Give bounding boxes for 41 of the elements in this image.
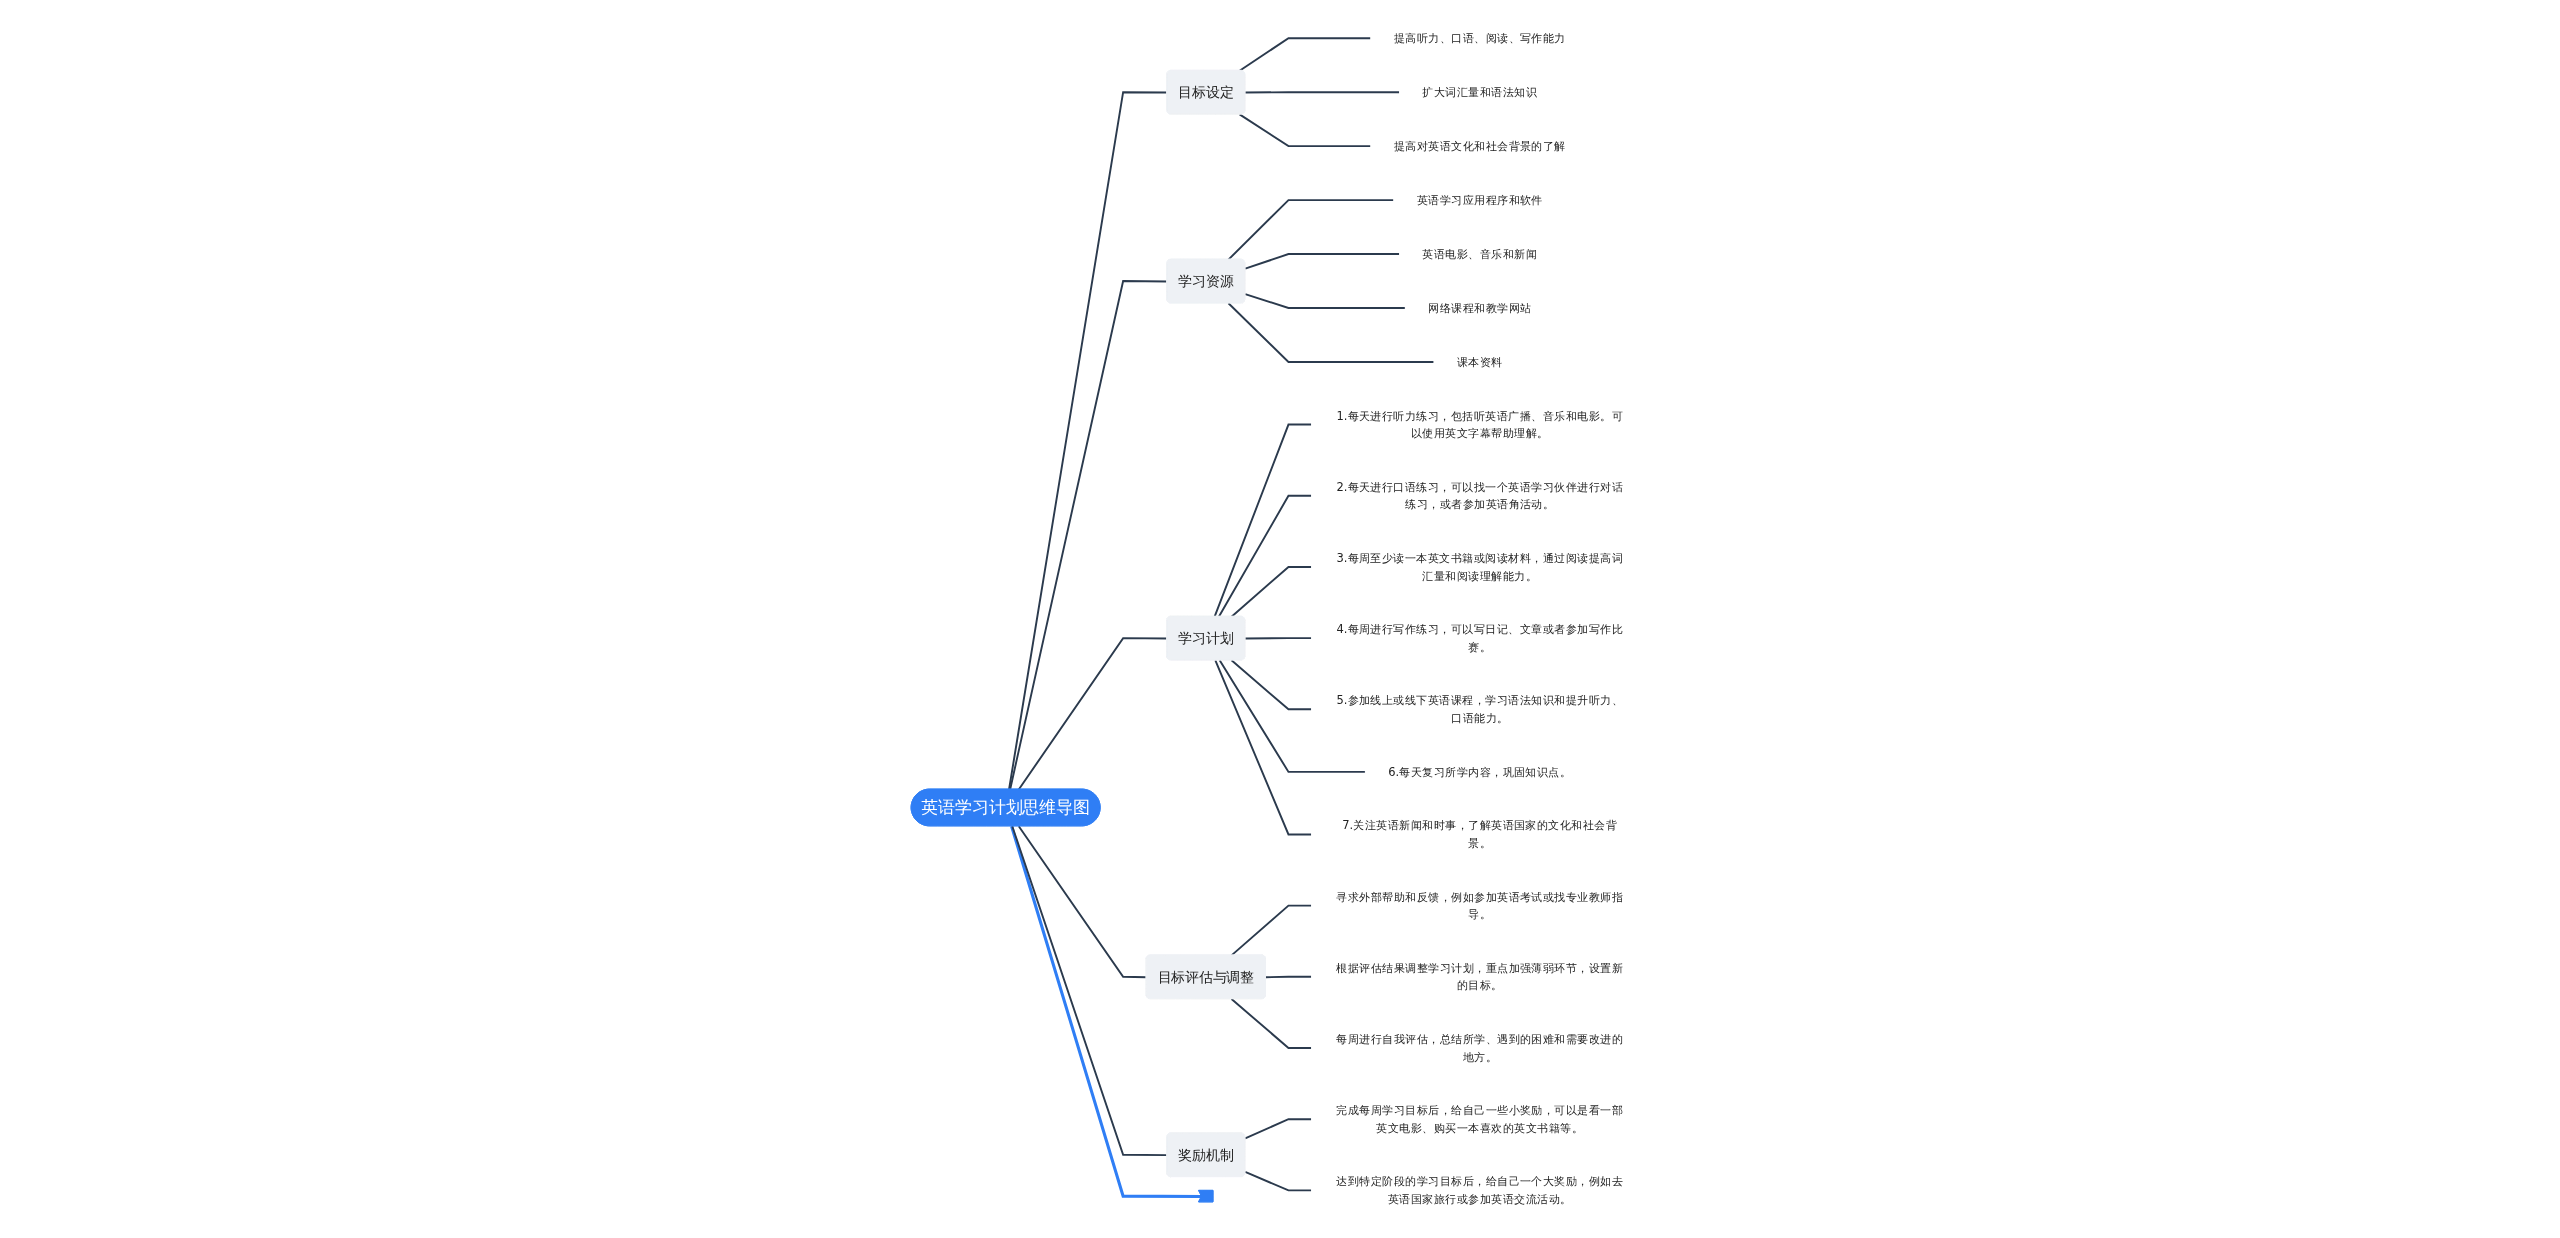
- node-text: 5.参加线上或线下英语课程，学习语法知识和提升听力、口语能力。: [1336, 694, 1624, 725]
- connector: [1265, 976, 1313, 979]
- node-text: 课本资料: [1457, 355, 1504, 370]
- connector: [1244, 1118, 1313, 1140]
- node-text: 寻求外部帮助和反馈，例如参加英语考试或找专业教师指导。: [1336, 890, 1624, 922]
- connector: [1009, 280, 1169, 791]
- node-text: 3.每周至少读一本英文书籍或阅读材料，通过阅读提高词汇量和阅读理解能力。: [1336, 551, 1624, 583]
- connector: [1230, 998, 1313, 1050]
- node-text: 6.每天复习所学内容，巩固知识点。: [1388, 765, 1572, 779]
- connector: [1227, 199, 1395, 261]
- node-text: 根据评估结果调整学习计划，重点加强薄弱环节，设置新的目标。: [1336, 961, 1624, 993]
- connector: [1018, 637, 1169, 791]
- connector: [1230, 905, 1313, 957]
- node-text: 提高对英语文化和社会背景的了解: [1394, 139, 1567, 154]
- node-text: 扩大词汇量和语法知识: [1422, 85, 1538, 100]
- connector: [1219, 659, 1367, 774]
- connector: [1238, 37, 1373, 73]
- node-text: 7.关注英语新闻和时事，了解英语国家的文化和社会背景。: [1342, 819, 1618, 851]
- node-text: 英语学习应用程序和软件: [1417, 193, 1544, 208]
- connector: [1018, 825, 1148, 979]
- connector: [1227, 302, 1436, 364]
- connector: [1214, 659, 1313, 836]
- node-text: 英语电影、音乐和新闻: [1422, 247, 1538, 262]
- node-text: 每周进行自我评估，总结所学、遇到的困难和需要改进的地方。: [1336, 1032, 1624, 1064]
- node-text: 2.每天进行口语练习，可以找一个英语学习伙伴进行对话练习，或者参加英语角活动。: [1336, 480, 1624, 512]
- connector: [1244, 91, 1401, 94]
- node-text: 提高听力、口语、阅读、写作能力: [1394, 31, 1567, 46]
- connector: [1230, 659, 1313, 711]
- node-text: 达到特定阶段的学习目标后，给自己一个大奖励，例如去英语国家旅行或参加英语交流活动。: [1336, 1175, 1624, 1207]
- node-text: 网络课程和教学网站: [1428, 301, 1532, 316]
- node-text: 4.每周进行写作练习，可以写日记、文章或者参加写作比赛。: [1336, 622, 1624, 654]
- connector: [1244, 637, 1313, 640]
- connector: [1238, 113, 1373, 148]
- connector: [1008, 91, 1169, 791]
- connector: [1244, 1171, 1313, 1192]
- node-text: 1.每天进行听力练习，包括听英语广播、音乐和电影。可以使用英文字幕帮助理解。: [1336, 409, 1624, 441]
- connector: [1244, 293, 1407, 310]
- connector: [1244, 253, 1401, 271]
- node-text: 完成每周学习目标后，给自己一些小奖励，可以是看一部英文电影、购买一本喜欢的英文书籍等。: [1336, 1103, 1624, 1135]
- connector: [1010, 826, 1203, 1199]
- connector: [1011, 825, 1169, 1157]
